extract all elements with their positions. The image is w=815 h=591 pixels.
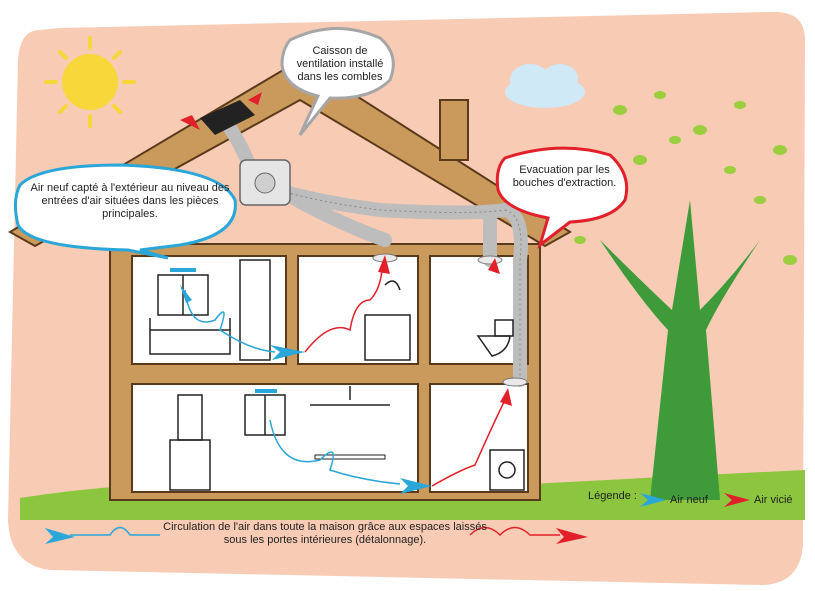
callout-caisson: Caisson de ventilation installé dans les… (290, 45, 390, 84)
legend-air-vicie: Air vicié (754, 494, 793, 506)
callout-evacuation: Evacuation par les bouches d'extraction. (512, 164, 617, 190)
cloud-icon (505, 64, 585, 108)
bathroom (298, 256, 418, 364)
air-inlet (255, 389, 277, 393)
chimney (440, 100, 468, 160)
legend-air-neuf: Air neuf (670, 494, 708, 506)
circulation-caption: Circulation de l'air dans toute la maiso… (160, 521, 490, 547)
fan-icon (240, 160, 290, 205)
legend-label: Légende : (588, 490, 637, 502)
bedroom (132, 256, 286, 364)
air-inlet (170, 268, 196, 272)
callout-air-neuf: Air neuf capté à l'extérieur au niveau d… (30, 182, 230, 221)
